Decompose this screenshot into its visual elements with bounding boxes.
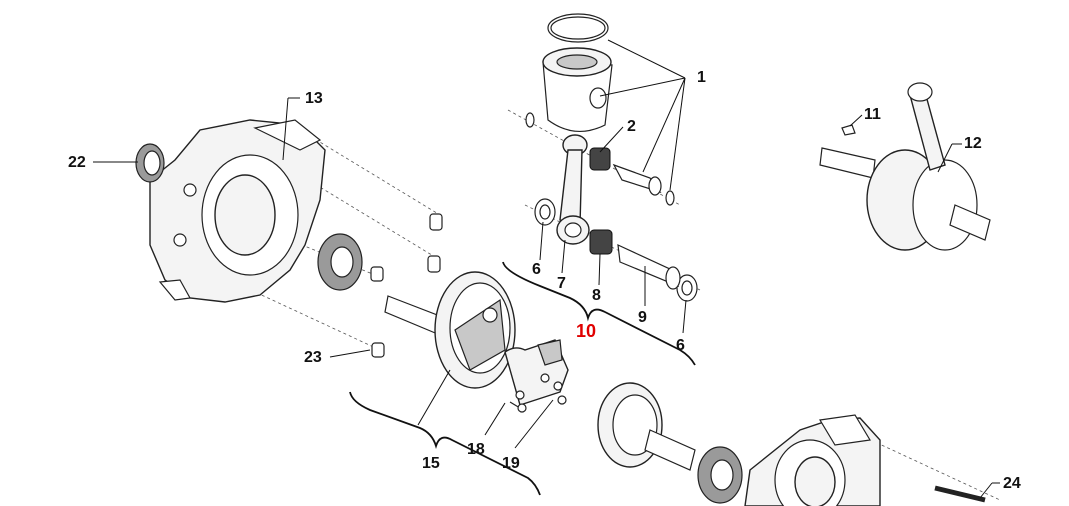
crankshaft-assembly — [819, 82, 991, 251]
right-main-bearing — [697, 446, 743, 504]
callout-13: 13 — [305, 90, 323, 107]
connecting-rod — [556, 134, 590, 245]
right-crankshaft-half — [597, 382, 696, 471]
big-end-bearing — [589, 229, 613, 255]
piston-pin — [612, 163, 662, 196]
dowel-pins — [370, 213, 443, 358]
callout-24: 24 — [1003, 475, 1021, 492]
leader-lines — [93, 39, 1000, 499]
callout-22: 22 — [68, 154, 86, 171]
callout-2: 2 — [627, 118, 636, 135]
callout-19: 19 — [502, 455, 520, 472]
callout-10: 10 — [576, 321, 596, 341]
main-bearing — [317, 233, 363, 291]
callout-15: 15 — [422, 455, 440, 472]
crankshaft-half — [384, 271, 516, 389]
group-brace-10 — [502, 261, 696, 366]
callout-9: 9 — [638, 309, 647, 326]
group-brace-15 — [349, 391, 541, 496]
callout-1: 1 — [697, 69, 706, 86]
callout-labels: 1 2 6 7 8 9 10 6 11 12 13 15 18 19 22 23… — [68, 69, 1021, 492]
callout-8: 8 — [592, 287, 601, 304]
stud-bolt — [934, 485, 986, 503]
woodruff-key — [841, 124, 856, 136]
oil-seal — [135, 143, 165, 183]
callout-11: 11 — [864, 106, 881, 123]
callout-18: 18 — [467, 441, 485, 458]
flywheel-segment — [504, 339, 569, 406]
right-crankcase-half — [744, 414, 881, 506]
piston-assembly — [525, 13, 675, 206]
thrust-washers — [534, 198, 698, 302]
left-crankcase-half — [149, 119, 326, 303]
segment-screws — [509, 395, 567, 413]
callout-7: 7 — [557, 275, 566, 292]
callout-23: 23 — [304, 349, 322, 366]
callout-6-right: 6 — [676, 337, 685, 354]
callout-12: 12 — [964, 135, 982, 152]
small-end-bearing — [589, 147, 611, 171]
crank-pin — [617, 244, 681, 290]
callout-6-left: 6 — [532, 261, 541, 278]
